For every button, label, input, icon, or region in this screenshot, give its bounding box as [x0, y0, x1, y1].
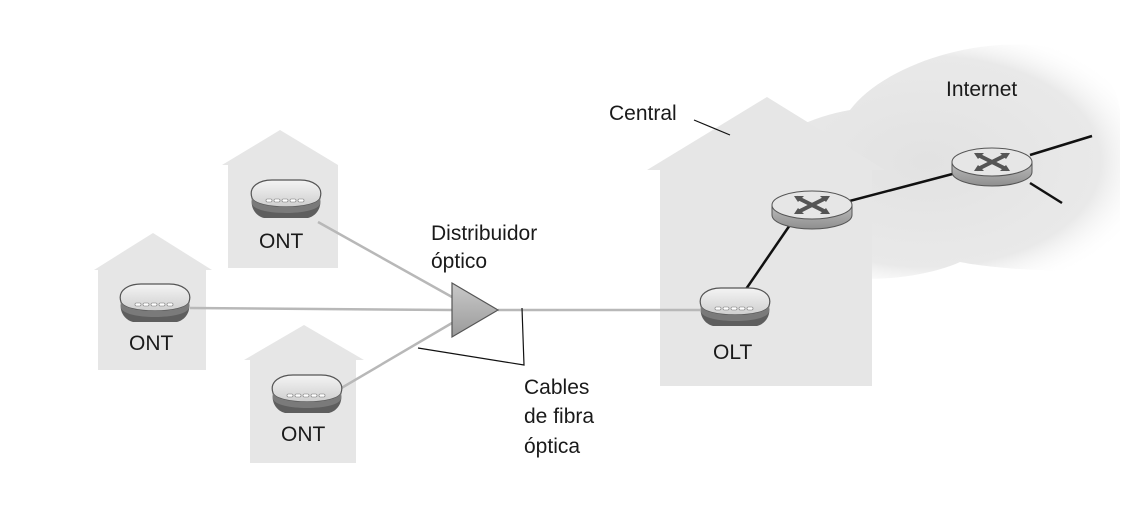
link-router-router — [841, 170, 961, 205]
ont-left-label: ONT — [129, 332, 174, 355]
optical-splitter-icon — [451, 281, 500, 339]
olt-label: OLT — [713, 341, 752, 364]
link-router-internet-1 — [1029, 134, 1093, 157]
internet-label: Internet — [946, 78, 1017, 101]
ont-modem-icon — [250, 179, 322, 219]
central-label: Central — [609, 102, 677, 125]
router-icon — [770, 189, 854, 231]
fiber-line-top — [317, 220, 453, 299]
cables-leader-line — [417, 307, 525, 366]
cables-label-line2: de fibra — [524, 405, 594, 428]
splitter-label-line1: Distribuidor — [431, 222, 537, 245]
fiber-line-left — [189, 306, 453, 312]
fiber-line-bottom — [337, 321, 453, 392]
cables-label-line3: óptica — [524, 435, 580, 458]
ont-modem-icon — [271, 374, 343, 414]
splitter-label-line2: óptico — [431, 250, 487, 273]
ont-top-label: ONT — [259, 230, 304, 253]
router-icon — [950, 146, 1034, 188]
cables-label-line1: Cables — [524, 376, 589, 399]
central-leader-line — [693, 119, 731, 136]
fiber-cables — [189, 220, 700, 392]
olt-modem-icon — [699, 287, 771, 327]
link-router-internet-2 — [1029, 181, 1063, 205]
ont-modem-icon — [119, 283, 191, 323]
backbone-links — [742, 134, 1093, 293]
link-olt-router — [742, 221, 794, 293]
ont-bottom-label: ONT — [281, 423, 326, 446]
